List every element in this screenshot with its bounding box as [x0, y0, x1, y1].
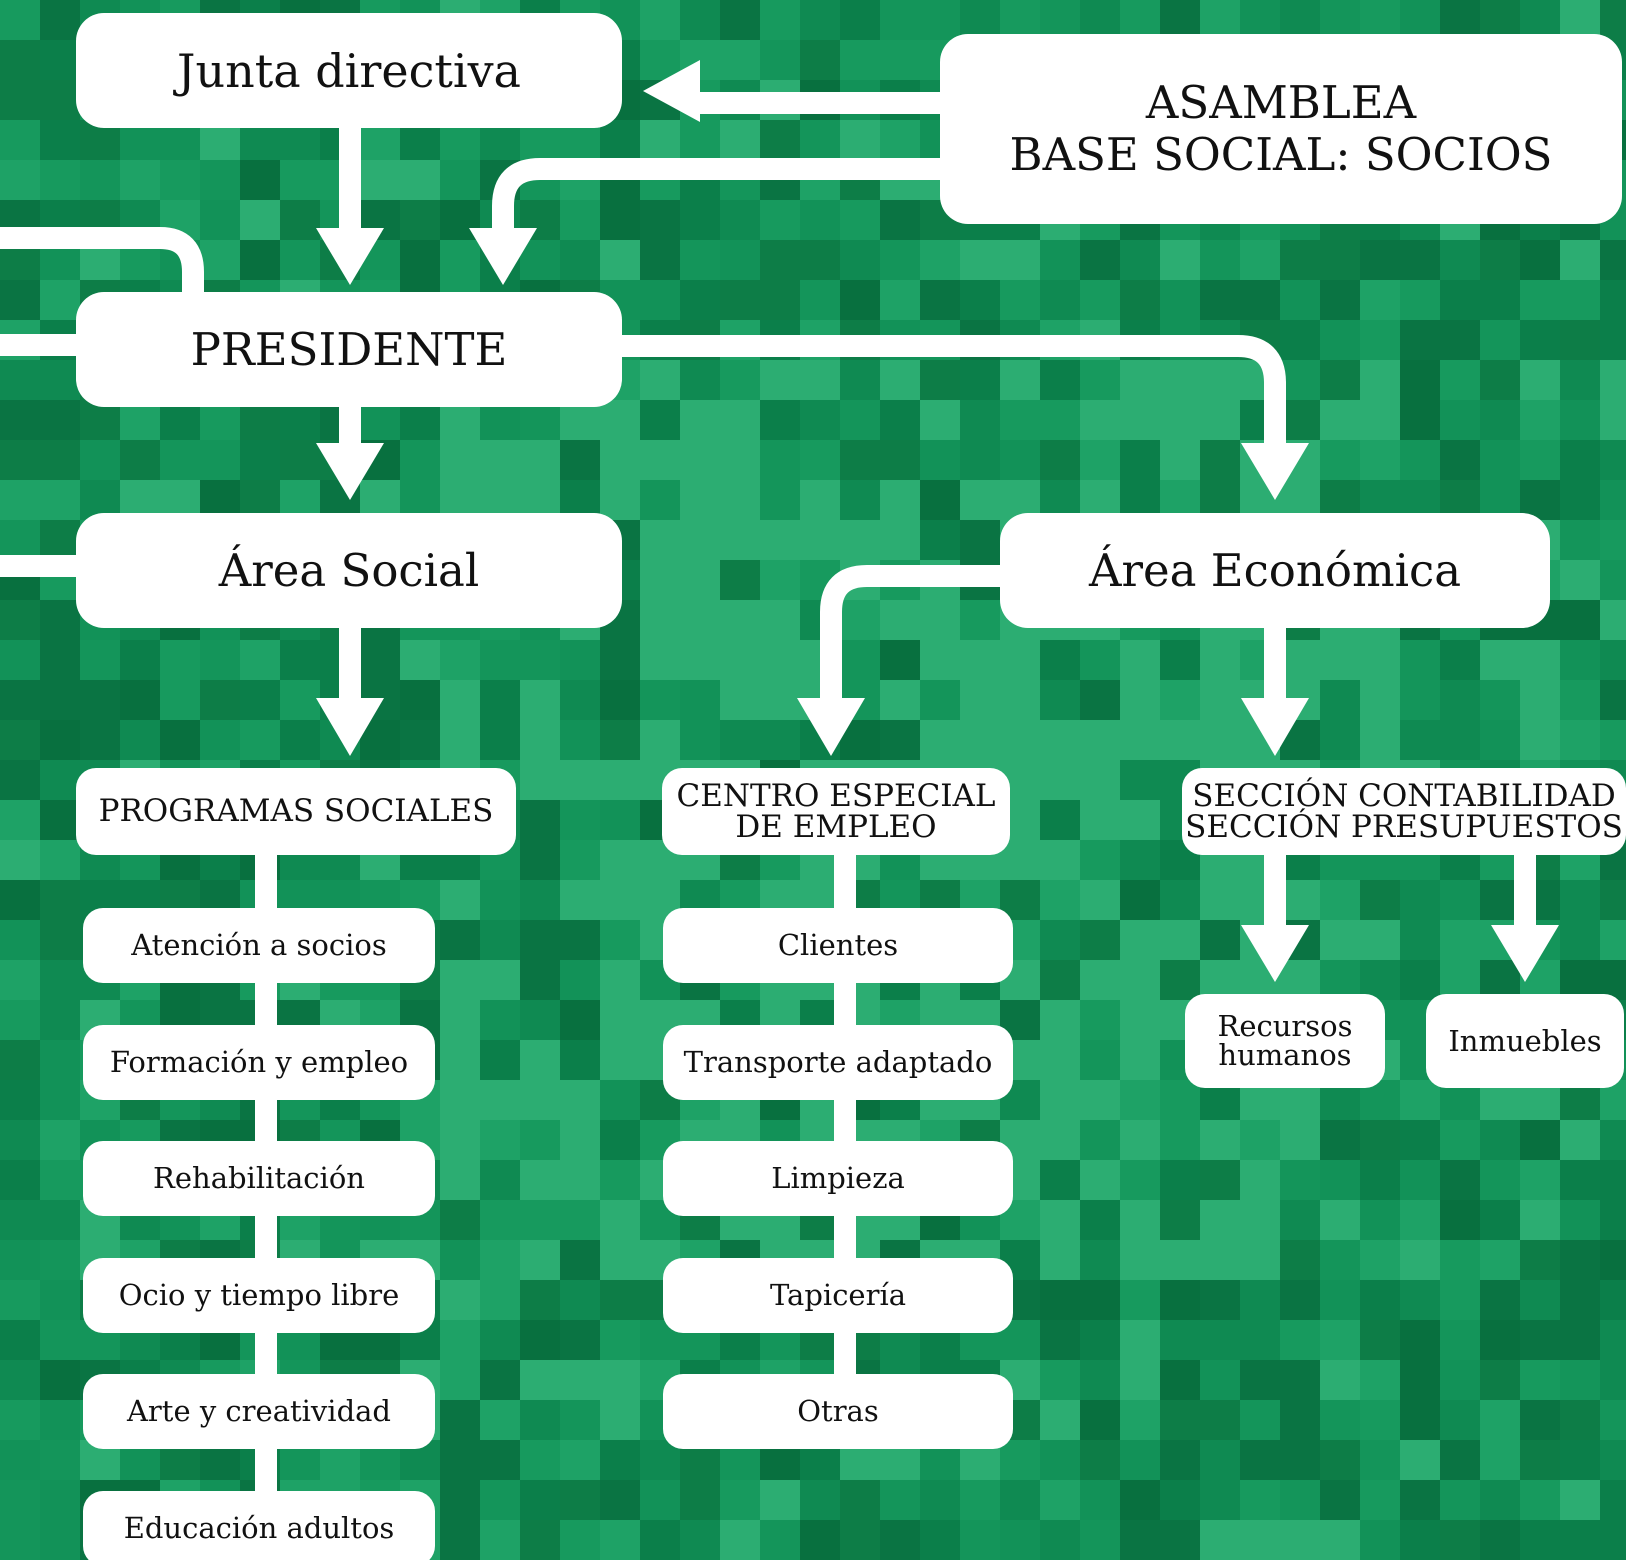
list-item: Educación adultos	[83, 1490, 435, 1560]
list-item: Limpieza	[663, 1141, 1013, 1216]
connector-left-loop-top	[0, 227, 204, 295]
node-inmuebles: Inmuebles	[1426, 994, 1624, 1088]
list-item: Arte y creatividad	[83, 1374, 435, 1449]
node-recursos-humanos: Recursos humanos	[1185, 994, 1385, 1088]
list-item: Rehabilitación	[83, 1141, 435, 1216]
node-junta-directiva: Junta directiva	[76, 13, 622, 128]
arrow-to-seccion	[1241, 698, 1309, 756]
arrow-to-area-social	[316, 443, 384, 500]
list-item: Transporte adaptado	[663, 1024, 1013, 1100]
node-area-economica: Área Económica	[1000, 513, 1550, 628]
node-seccion-contabilidad-presupuestos: SECCIÓN CONTABILIDAD SECCIÓN PRESUPUESTO…	[1182, 768, 1626, 855]
list-item: Clientes	[663, 908, 1013, 983]
node-area-social: Área Social	[76, 513, 622, 628]
arrow-asamblea-to-presidente	[469, 228, 537, 285]
arrow-to-centro	[797, 698, 865, 756]
connector-asamblea-presidente	[492, 158, 945, 240]
connector-area-economica-centro	[820, 565, 1005, 705]
arrow-to-recursos	[1241, 925, 1309, 982]
node-presidente: PRESIDENTE	[76, 292, 622, 407]
node-asamblea: ASAMBLEA BASE SOCIAL: SOCIOS	[940, 34, 1622, 224]
node-centro-especial-empleo: CENTRO ESPECIAL DE EMPLEO	[662, 768, 1010, 855]
list-item: Otras	[663, 1374, 1013, 1449]
connector-presidente-area-economica	[620, 335, 1286, 445]
arrow-to-inmuebles	[1491, 925, 1559, 982]
arrow-to-junta	[643, 60, 700, 122]
arrow-to-area-economica	[1241, 443, 1309, 500]
node-programas-sociales: PROGRAMAS SOCIALES	[76, 768, 516, 855]
list-item: Ocio y tiempo libre	[83, 1257, 435, 1333]
list-item: Tapicería	[663, 1257, 1013, 1333]
list-item: Atención a socios	[83, 908, 435, 983]
arrow-junta-to-presidente	[316, 228, 384, 285]
list-item: Formación y empleo	[83, 1024, 435, 1100]
arrow-to-programas	[316, 698, 384, 756]
